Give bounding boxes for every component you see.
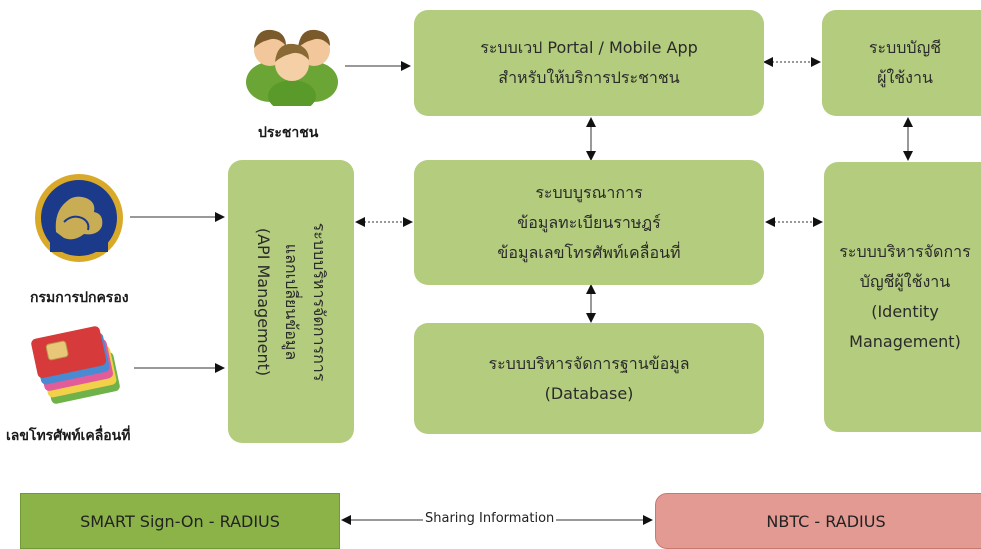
people-icon xyxy=(246,29,338,106)
integration-box: ระบบบูรณาการ ข้อมูลทะเบียนราษฎร์ ข้อมูลเ… xyxy=(414,160,764,285)
people-caption: ประชาชน xyxy=(258,125,319,141)
identity-line3: (Identity xyxy=(871,302,939,321)
identity-line4: Management) xyxy=(849,332,961,351)
sim-cards-icon xyxy=(31,326,120,404)
database-line2: (Database) xyxy=(544,383,634,403)
api-line3: (API Management) xyxy=(254,227,273,377)
accounts-line2: ผู้ใช้งาน xyxy=(877,68,933,87)
identity-line2: บัญชีผู้ใช้งาน xyxy=(859,272,951,291)
api-line2: แลกเปลี่ยนข้อมูล xyxy=(282,243,301,361)
dopa-caption: กรมการปกครอง xyxy=(30,290,129,306)
integration-line1: ระบบบูรณาการ xyxy=(535,182,643,202)
sim-caption: เลขโทรศัพท์เคลื่อนที่ xyxy=(6,428,131,444)
integration-line2: ข้อมูลทะเบียนราษฎร์ xyxy=(517,212,661,232)
sharing-information-label: Sharing Information xyxy=(423,511,557,526)
nbtc-bar: NBTC - RADIUS xyxy=(655,493,981,549)
dopa-seal-icon xyxy=(35,174,123,262)
smart-signon-bar: SMART Sign-On - RADIUS xyxy=(20,493,340,549)
api-line1: ระบบบริหารจัดการการ xyxy=(310,222,329,382)
integration-line3: ข้อมูลเลขโทรศัพท์เคลื่อนที่ xyxy=(497,242,681,262)
portal-box: ระบบเวป Portal / Mobile App สำหรับให้บริ… xyxy=(414,10,764,116)
api-management-label: ระบบบริหารจัดการการ แลกเปลี่ยนข้อมูล (AP… xyxy=(247,163,335,441)
database-line1: ระบบบริหารจัดการฐานข้อมูล xyxy=(488,353,690,373)
accounts-line1: ระบบบัญชี xyxy=(868,38,942,57)
portal-line1: ระบบเวป Portal / Mobile App xyxy=(480,38,698,57)
api-management-box xyxy=(228,160,354,443)
identity-line1: ระบบบริหารจัดการ xyxy=(839,242,971,261)
accounts-box: ระบบบัญชี ผู้ใช้งาน xyxy=(822,10,981,116)
identity-box: ระบบบริหารจัดการ บัญชีผู้ใช้งาน (Identit… xyxy=(824,162,981,432)
portal-line2: สำหรับให้บริการประชาชน xyxy=(498,68,680,87)
database-box: ระบบบริหารจัดการฐานข้อมูล (Database) xyxy=(414,323,764,434)
